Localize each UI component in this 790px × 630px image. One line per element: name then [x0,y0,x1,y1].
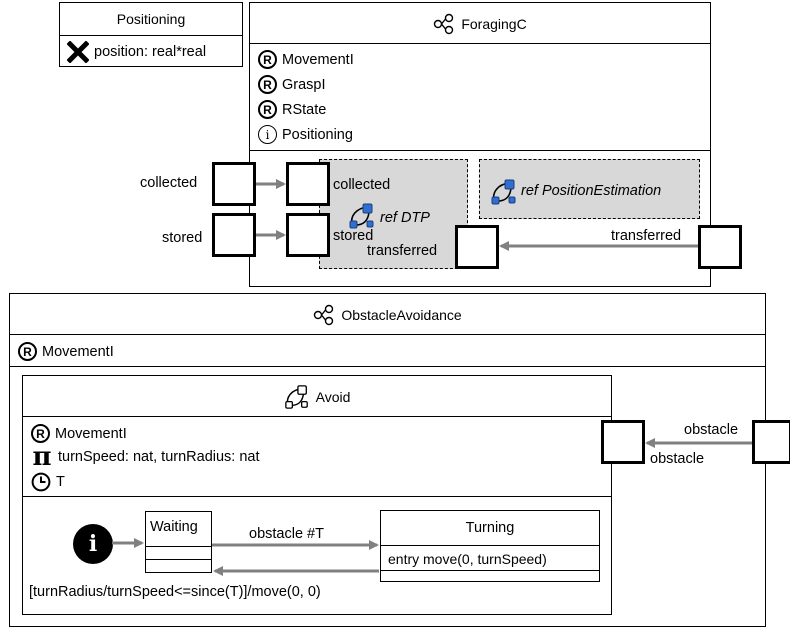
avoid-input-port-obstacle[interactable] [601,420,645,464]
obstacle-avoidance-title: ObstacleAvoidance [341,307,462,323]
divider [23,416,611,417]
state-machine-icon [491,179,516,205]
transferred-label: transferred [611,228,682,244]
divider [381,545,599,546]
state-machine-icon [284,385,308,409]
state-turning[interactable]: Turning entry move(0, turnSpeed) [380,510,600,582]
foraging-input-port-collected[interactable] [212,162,256,206]
avoid-state-machine[interactable]: Avoid R MovementI π turnSpeed: nat, turn… [22,375,612,615]
avoid-row-label: MovementI [55,425,127,442]
robotic-platform-icon: R [258,50,277,69]
foraging-row-label: RState [282,101,327,118]
collected-label: collected [140,175,198,191]
robotic-platform-icon: R [18,342,37,361]
positioning-title: Positioning [116,11,186,27]
foraging-title: ForagingC [461,16,527,32]
outer-obstacle-label: obstacle [684,422,739,438]
state-waiting[interactable]: Waiting [145,511,212,573]
avoid-row-label: turnSpeed: nat, turnRadius: nat [58,449,260,465]
info-icon: i [88,531,98,557]
dtp-port-stored-label: stored [333,228,374,244]
avoid-row-label: T [56,474,65,490]
foraging-row-label: MovementI [282,51,354,68]
connector-icon [314,304,334,326]
divider [146,546,211,547]
avoid-row-constants: π turnSpeed: nat, turnRadius: nat [31,442,260,472]
connector-icon [434,13,454,35]
initial-junction[interactable]: i [73,524,113,564]
foraging-row-positioning: i Positioning [258,125,353,144]
divider [23,496,611,497]
foraging-row-movement: R MovementI [258,50,354,69]
foraging-output-port-transferred[interactable] [698,225,742,269]
obstacle-avoidance-input-port-obstacle[interactable] [752,420,790,464]
inner-obstacle-label: obstacle [650,451,705,467]
dtp-port-collected-label: collected [333,177,391,193]
transition-obstacle-label[interactable]: obstacle #T [249,526,324,542]
transition-guard-label[interactable]: [turnRadius/turnSpeed<=since(T)]/move(0,… [29,584,321,600]
stored-label: stored [162,230,203,246]
foraging-row-grasp: R GraspI [258,75,326,94]
state-waiting-label: Waiting [150,519,198,535]
divider [146,559,211,560]
divider [10,334,765,335]
info-icon: i [258,125,277,144]
foraging-row-rstate: R RState [258,100,326,119]
avoid-row-clock: T [31,472,65,492]
divider [250,43,710,44]
dtp-input-port-collected[interactable] [286,162,330,206]
divider [10,366,765,367]
clock-icon [31,472,51,492]
dtp-ref-label: ref DTP [380,210,430,226]
pi-icon: π [32,442,52,472]
avoid-title: Avoid [315,389,351,405]
state-machine-icon [349,203,374,229]
state-turning-label: Turning [465,520,515,536]
obstacle-avoidance-row-movement: R MovementI [18,342,114,361]
foraging-row-label: Positioning [282,126,353,143]
positioning-field: position: real*real [67,41,206,63]
dtp-input-port-stored[interactable] [286,213,330,257]
divider [381,570,599,571]
foraging-input-port-stored[interactable] [212,213,256,257]
divider [60,35,242,36]
foraging-row-label: GraspI [282,76,326,93]
positioning-field-label: position: real*real [94,44,207,60]
robotic-platform-icon: R [258,100,277,119]
obstacle-avoidance-row-label: MovementI [42,343,114,360]
dtp-port-transferred-label: transferred [367,243,438,259]
position-estimation-ref-label: ref PositionEstimation [521,183,662,199]
robotic-platform-icon: R [31,424,50,443]
position-estimation-ref[interactable] [479,159,700,219]
cross-icon [67,41,89,63]
avoid-row-movement: R MovementI [31,424,127,443]
robotic-platform-icon: R [258,75,277,94]
positioning-box[interactable]: Positioning position: real*real [59,2,243,67]
divider [250,150,710,151]
dtp-output-port-transferred[interactable] [455,225,499,269]
turning-entry-action: entry move(0, turnSpeed) [388,551,547,567]
